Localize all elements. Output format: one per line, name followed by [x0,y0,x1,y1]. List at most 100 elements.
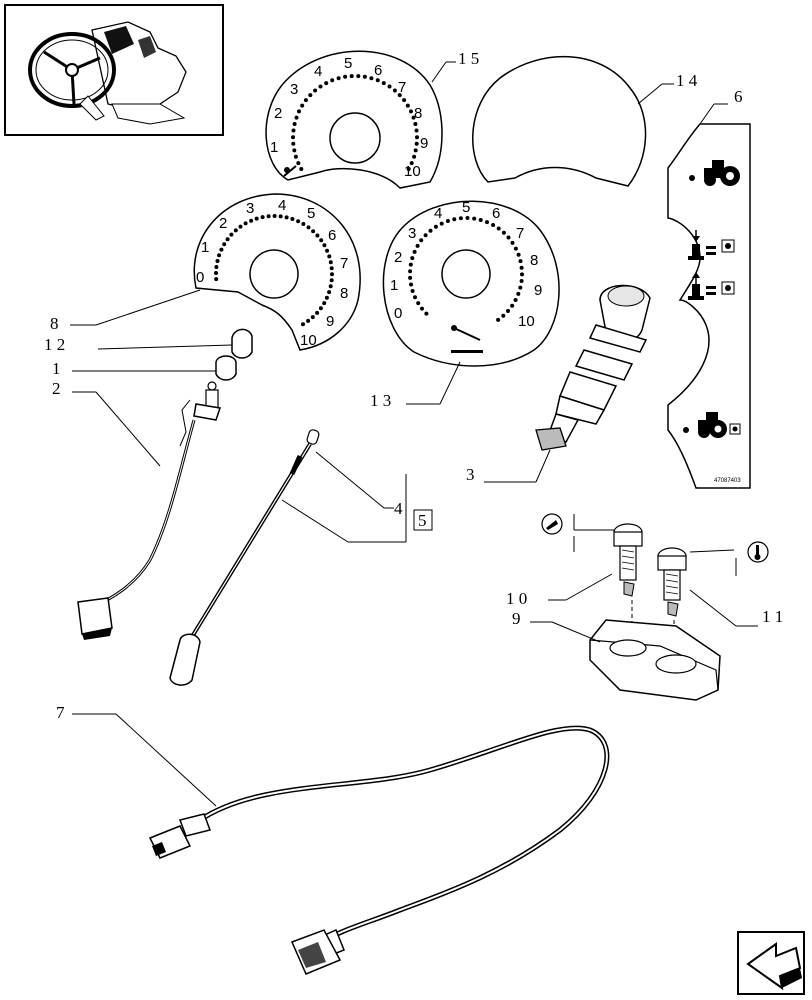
knob-3: 3 [466,284,651,484]
callout-6: 6 [734,87,743,106]
dial-tick-dot [303,98,308,103]
dial-tick-dot [496,226,501,231]
dial-15-num-5: 5 [344,55,352,72]
callout-4: 4 [394,499,403,518]
cap-12: 1 2 [44,328,253,359]
dial-tick-dot [478,218,483,222]
dial-tick-dot [519,279,524,283]
dial-13-indicator-icon [451,325,483,353]
dial-8-num-8: 8 [340,285,348,302]
lift-down-icon [688,230,735,260]
callout-10: 1 0 [506,589,527,608]
dial-tick-dot [214,277,219,282]
dial-tick-dot [311,229,316,234]
dial-tick-dot [439,221,444,226]
dial-tick-dot [392,88,397,93]
dial-tick-dot [413,148,418,153]
dial-tick-dot [513,298,518,302]
dial-tick-dot [406,167,411,171]
dial-tick-dot [349,74,354,79]
dial-tick-dot [306,318,311,323]
dial-tick-dot [324,295,329,300]
dial-tick-dot [313,88,318,93]
dial-tick-dot [272,214,277,218]
dial-tick-dot [506,235,511,240]
dial-tick-dot [292,148,297,153]
dial-tick-dot [291,128,296,133]
dial-tick-dot [296,219,301,224]
dial-tick-dot [516,252,521,257]
dial-tick-dot [254,216,259,221]
dial-tick-dot [306,225,311,230]
dial-tick-dot [299,167,304,171]
dial-tick-dot [516,291,521,296]
dial-tick-dot [472,216,477,221]
dial-15-num-10: 10 [404,163,421,180]
dial-8: 0 1 2 3 4 5 6 7 8 9 10 8 [50,193,361,351]
dial-tick-dot [381,81,386,86]
dial-tick-dot [322,243,327,248]
dial-tick-dot [297,109,301,114]
dial-tick-dot [402,98,407,103]
dial-tick-dot [408,269,413,274]
dial-tick-dot [458,216,463,221]
dial-tick-dot [433,224,438,229]
callout-13: 1 3 [370,391,391,410]
dial-tick-dot [222,242,227,247]
dial-8-num-10: 10 [300,332,317,349]
dial-tick-dot [369,76,374,81]
dial-13-numbers: 0 1 2 3 4 5 6 7 8 9 10 [390,199,542,330]
dial-tick-dot [423,233,428,238]
callout-11: 1 1 [762,607,783,626]
dial-tick-dot [301,322,305,327]
dial-tick-dot [506,309,510,313]
dial-tick-dot [291,135,295,140]
dial-tick-dot [278,214,283,219]
dial-tick-dot [375,78,380,83]
dial-tick-dot [327,290,332,295]
harness-7: 7 [56,703,610,975]
dial-tick-dot [266,214,271,219]
dial-tick-dot [519,265,524,270]
lift-up-icon [688,272,735,300]
dial-13-num-5: 5 [462,199,470,216]
dial-8-num-4: 4 [278,197,286,214]
probe-4: 4 5 [169,429,433,686]
cap-1: 1 [52,355,237,381]
dial-tick-dot [260,215,265,220]
callout-3: 3 [466,465,475,484]
dial-tick-dot [424,311,429,316]
dial-tick-dot [296,161,301,166]
dial-tick-dot [409,282,413,287]
dial-15-num-2: 2 [274,105,282,122]
tractor-icon [689,160,740,186]
dial-13-num-3: 3 [408,225,416,242]
dial-tick-dot [325,248,330,253]
dial-tick-dot [465,216,470,220]
dial-13-num-6: 6 [492,205,500,222]
blank-dial-14: 1 4 [472,55,698,187]
dial-tick-dot [485,220,489,225]
dial-tick-dot [327,254,332,259]
callout-14: 1 4 [676,71,698,90]
callout-15: 1 5 [458,49,479,68]
callout-9: 9 [512,609,521,628]
dial-tick-dot [225,237,230,242]
next-page-arrow-icon[interactable] [737,931,805,995]
dial-tick-dot [315,233,320,238]
callout-7: 7 [56,703,65,722]
dial-tick-dot [294,115,299,120]
dial-tick-dot [518,259,523,264]
dial-tick-dot [238,224,243,229]
dial-tick-dot [501,313,506,318]
dial-tick-dot [290,217,295,221]
dial-15-indicator-icon [283,165,297,177]
callout-5: 5 [418,511,427,530]
dial-tick-dot [249,218,254,223]
dial-tick-dot [315,310,320,315]
dial-tick-dot [300,103,305,108]
dial-tick-dot [510,303,515,308]
dial-tick-dot [414,128,419,133]
drawing-code: 47087403 [714,478,741,484]
sender-2: 2 [52,379,221,640]
